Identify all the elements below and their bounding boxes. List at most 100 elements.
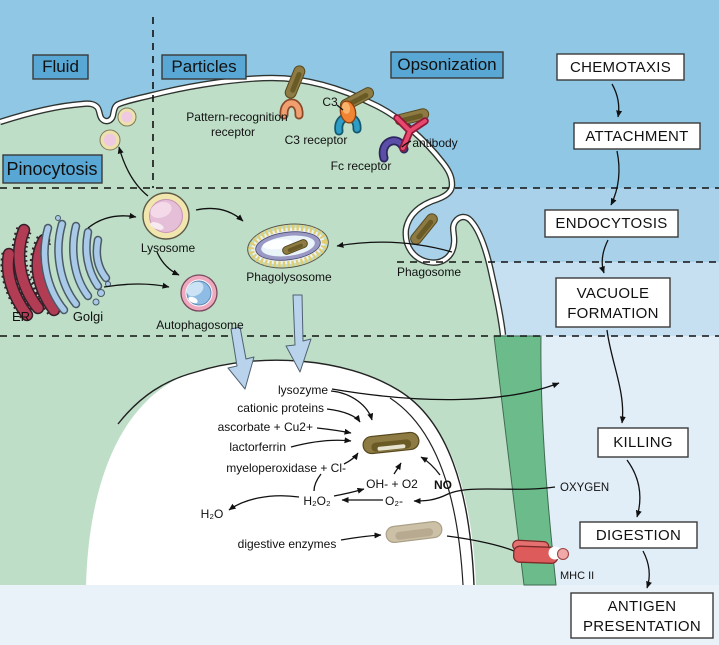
flow-box <box>579 521 698 549</box>
h2o-label: H₂O <box>201 507 224 521</box>
arrow-lysosome-to-vesicles <box>117 146 149 197</box>
blue-arrow <box>227 326 255 390</box>
arrow-h2o2-to-oh <box>333 487 365 497</box>
mhc-ii-receptor <box>512 539 570 564</box>
flow-endocytosis-label: ENDOCYTOSIS <box>555 215 667 232</box>
zone-particles-label: Particles <box>171 57 236 76</box>
fc-receptor-label: Fc receptor <box>331 159 392 173</box>
organelle-labels: ER Golgi Lysosome Autophagosome Phagolys… <box>12 241 461 332</box>
flow-box <box>570 592 714 639</box>
arrow-lysosome-to-phagolysosome <box>195 207 244 222</box>
zone-opsonization-label: Opsonization <box>397 55 496 74</box>
oxygen-label: OXYGEN <box>560 482 609 494</box>
bacterium-digested <box>385 520 443 544</box>
flow-vacuole-label-line1: VACUOLE <box>577 285 650 302</box>
line-antibody-leader <box>401 140 412 148</box>
flow-antigen-presentation: ANTIGEN PRESENTATION <box>570 592 714 639</box>
arrow-oxygen-to-o2 <box>413 486 556 504</box>
er-label: ER <box>12 309 30 324</box>
arrow-golgi-to-autophagosome <box>103 282 170 289</box>
lactorferrin-label: lactorferrin <box>229 440 286 454</box>
zone-pinocytosis-label: Pinocytosis <box>6 159 97 179</box>
arrow-phagosome-to-phagolysosome <box>336 241 453 253</box>
phagosome-label: Phagosome <box>397 265 461 279</box>
zone-box <box>32 54 89 80</box>
pattern-recognition-label-line1: Pattern-recognition <box>186 110 287 124</box>
autophagosome-organelle <box>180 274 218 312</box>
flow-endocytosis: ENDOCYTOSIS <box>544 209 679 238</box>
lysozyme-label: lysozyme <box>278 383 328 397</box>
pattern-recognition-label-line2: receptor <box>211 125 255 139</box>
flow-box <box>573 122 701 150</box>
golgi-organelle <box>40 215 111 315</box>
membrane-white-band <box>0 76 505 336</box>
zone-labels: Fluid Particles Opsonization Pinocytosis <box>2 51 504 184</box>
bacterium-in-phagosome <box>410 213 438 245</box>
arrow-lysosome-to-autophagosome <box>156 251 180 276</box>
h2o2-label: H₂O₂ <box>303 494 331 508</box>
process-flowchart: CHEMOTAXIS ATTACHMENT ENDOCYTOSIS VACUOL… <box>544 53 714 639</box>
arrow-vacuole-killing <box>606 329 626 424</box>
zone-box <box>390 51 504 79</box>
lysosome-organelle <box>142 192 190 240</box>
arrow-lysozyme-secretion <box>331 382 560 401</box>
zone-box <box>2 154 103 184</box>
flow-antigen-label-line1: ANTIGEN <box>608 598 677 615</box>
pinocytic-vesicles <box>99 107 137 151</box>
flow-box <box>556 53 685 81</box>
zone-pinocytosis: Pinocytosis <box>2 154 103 184</box>
line-c3-leader <box>336 104 344 111</box>
pattern-recognition-receptor <box>279 98 304 120</box>
o2-minus-label: O₂- <box>385 494 403 508</box>
c3-receptor-shape <box>334 100 362 136</box>
zone-fluid-label: Fluid <box>42 57 79 76</box>
blue-arrow <box>285 294 312 373</box>
mhc-peptide-ball <box>556 547 570 561</box>
cationic-proteins-label: cationic proteins <box>237 401 324 415</box>
flow-killing: KILLING <box>597 427 689 458</box>
vacuole-entry-arrows <box>227 294 312 390</box>
stage-separators <box>0 17 719 337</box>
arrow-digestion-antigen <box>642 550 652 589</box>
flow-box <box>555 277 671 328</box>
no-label: NO <box>434 478 452 492</box>
c3-receptor-label: C3 receptor <box>285 133 348 147</box>
flow-attachment: ATTACHMENT <box>573 122 701 150</box>
side-labels: OXYGEN MHC II <box>560 482 609 582</box>
membrane-band-green <box>493 335 557 586</box>
arrow-ascorbate <box>316 427 352 435</box>
bacterium <box>284 65 306 99</box>
bacterium-in-vacuole <box>362 431 420 455</box>
flow-killing-label: KILLING <box>613 434 673 451</box>
flow-attachment-label: ATTACHMENT <box>585 128 688 145</box>
line-bacterium-to-mhc <box>446 535 515 552</box>
arrow-oh-to-bacterium <box>393 462 402 475</box>
golgi-label: Golgi <box>73 309 103 324</box>
flow-chemotaxis: CHEMOTAXIS <box>556 53 685 81</box>
vacuole-chemistry-labels: lysozyme cationic proteins ascorbate + C… <box>201 383 452 551</box>
arrows <box>87 83 652 589</box>
flow-vacuole-label-line2: FORMATION <box>567 305 659 322</box>
arrow-lysozyme <box>330 390 374 421</box>
arrow-killing-digestion <box>626 459 642 518</box>
arrow-golgi-to-lysosome <box>87 212 137 229</box>
autophagosome-label: Autophagosome <box>156 318 244 332</box>
myeloperoxidase-label: myeloperoxidase + Cl- <box>226 461 346 475</box>
mhc-ii-label: MHC II <box>560 570 594 582</box>
vacuole-outline <box>117 359 475 586</box>
vacuole-inner-membrane <box>389 397 464 586</box>
ascorbate-label: ascorbate + Cu2+ <box>218 420 313 434</box>
flow-chemotaxis-label: CHEMOTAXIS <box>570 59 671 76</box>
receptor-labels: Pattern-recognition receptor C3 C3 recep… <box>186 95 457 173</box>
bacteria <box>282 65 443 544</box>
arrow-cationic <box>326 408 361 423</box>
zone-fluid: Fluid <box>32 54 89 80</box>
phagolysosome-label: Phagolysosome <box>246 270 332 284</box>
arrow-myeloperoxidase <box>343 452 359 465</box>
digestive-enzymes-label: digestive enzymes <box>238 537 337 551</box>
zone-particles: Particles <box>161 54 247 80</box>
bacterium-in-phagolysosome <box>282 239 308 255</box>
flow-antigen-label-line2: PRESENTATION <box>583 618 701 635</box>
